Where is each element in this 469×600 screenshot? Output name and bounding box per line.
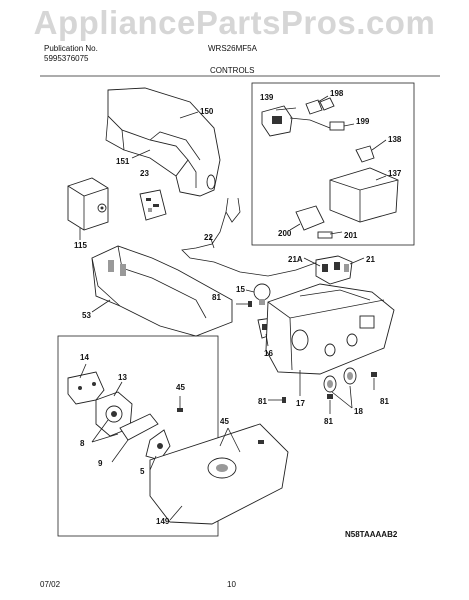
inset-box-fan	[57, 335, 219, 537]
callout-17: 17	[296, 399, 305, 408]
part-18-knobs	[323, 367, 357, 393]
inset-box-damper	[251, 82, 415, 246]
part-201-gasket	[317, 231, 333, 239]
callout-15: 15	[236, 285, 245, 294]
callout-45-b: 45	[220, 417, 229, 426]
publication-label: Publication No.	[44, 44, 98, 53]
callout-150: 150	[200, 107, 214, 116]
callout-200: 200	[278, 229, 292, 238]
callout-5: 5	[140, 467, 145, 476]
part-duct-housing	[105, 87, 221, 197]
callout-81-a: 81	[212, 293, 221, 302]
callout-21A: 21A	[288, 255, 303, 264]
publication-number: 5995376075	[44, 54, 89, 63]
screw-81-group	[236, 301, 377, 414]
watermark-logo: AppliancePartsPros.com	[33, 4, 436, 41]
callout-149: 149	[156, 517, 170, 526]
callout-8: 8	[80, 439, 85, 448]
callout-45-a: 45	[176, 383, 185, 392]
diagram-code: N58TAAAAB2	[345, 530, 398, 539]
part-115-housing	[67, 177, 109, 231]
screw-45-group	[177, 396, 264, 453]
callout-53: 53	[82, 311, 91, 320]
callout-81-d: 81	[380, 397, 389, 406]
callout-14: 14	[80, 353, 89, 362]
callout-139: 139	[260, 93, 274, 102]
callout-23: 23	[140, 169, 149, 178]
callout-138: 138	[388, 135, 402, 144]
callout-81-b: 81	[258, 397, 267, 406]
callout-22: 22	[204, 233, 213, 242]
part-23-control-board	[139, 189, 167, 221]
part-138-clip	[355, 145, 375, 163]
part-5-fan-blade	[145, 429, 171, 461]
callout-137: 137	[388, 169, 402, 178]
part-199-thermistor	[289, 117, 345, 131]
part-198-connector	[305, 97, 335, 115]
section-title: CONTROLS	[210, 66, 255, 75]
leader-lines	[79, 95, 387, 521]
callout-13: 13	[118, 373, 127, 382]
part-137-damper-housing	[329, 167, 399, 223]
part-9-bracket	[119, 413, 159, 441]
callout-81-c: 81	[324, 417, 333, 426]
model-number: WRS26MF5A	[208, 44, 257, 53]
part-22-wire-harness	[181, 197, 319, 277]
footer-date: 07/02	[40, 580, 61, 589]
part-200-baffle	[295, 205, 325, 231]
part-13-fan-motor	[95, 391, 133, 437]
footer-page-number: 10	[227, 580, 236, 589]
callout-115: 115	[74, 241, 87, 250]
callout-201: 201	[344, 231, 358, 240]
part-17-control-housing	[265, 283, 395, 375]
part-149-fan-cover	[149, 423, 289, 525]
callout-16: 16	[264, 349, 273, 358]
callout-151: 151	[116, 157, 130, 166]
part-53-mounting-bracket	[91, 245, 233, 337]
callout-198: 198	[330, 89, 344, 98]
callout-9: 9	[98, 459, 103, 468]
callout-21: 21	[366, 255, 375, 264]
callout-18: 18	[354, 407, 363, 416]
callout-199: 199	[356, 117, 370, 126]
part-139-damper-motor	[261, 105, 293, 137]
part-21-switch	[315, 255, 353, 285]
